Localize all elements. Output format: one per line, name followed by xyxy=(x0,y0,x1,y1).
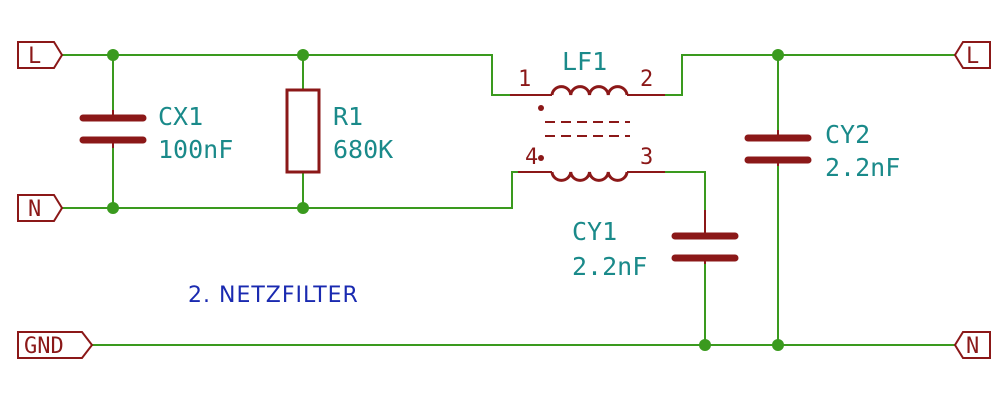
wire-n-left xyxy=(61,171,519,209)
lf1-pin-2: 2 xyxy=(640,67,653,92)
lf1-reference: LF1 xyxy=(562,47,607,76)
lf1-lower-winding xyxy=(550,171,629,182)
junction-gnd-cy1 xyxy=(699,339,711,351)
cy1-reference: CY1 xyxy=(572,217,617,246)
port-left-l: L xyxy=(17,41,64,69)
r1-body xyxy=(285,88,321,174)
capacitor-cx1: CX1 100nF xyxy=(79,102,233,164)
wires xyxy=(61,54,956,346)
choke-lf1: LF1 1 2 3 4 xyxy=(510,47,665,182)
lf1-polarity-dot-bottom xyxy=(538,155,544,161)
port-left-gnd: GND xyxy=(17,331,94,359)
port-left-l-label: L xyxy=(28,44,41,69)
wire-lf1-pin3 xyxy=(664,171,706,211)
r1-value: 680K xyxy=(333,135,393,164)
cy2-value: 2.2nF xyxy=(825,153,900,182)
lf1-pin-1: 1 xyxy=(518,67,531,92)
lf1-pin-4: 4 xyxy=(525,145,538,170)
resistor-r1: R1 680K xyxy=(285,88,393,174)
cx1-value: 100nF xyxy=(158,135,233,164)
junction-l-cx1 xyxy=(107,49,119,61)
wire-l-right xyxy=(664,54,956,96)
junction-gnd-cy2 xyxy=(772,339,784,351)
cy2-reference: CY2 xyxy=(825,120,870,149)
lf1-polarity-dot-top xyxy=(538,105,544,111)
lf1-pin-3: 3 xyxy=(640,145,653,170)
junction-l-cy2 xyxy=(772,49,784,61)
diagram-title: 2. NETZFILTER xyxy=(188,283,359,308)
port-right-l: L xyxy=(953,41,991,69)
junction-n-cx1 xyxy=(107,202,119,214)
r1-reference: R1 xyxy=(333,102,363,131)
cy1-value: 2.2nF xyxy=(572,252,647,281)
junction-n-r1 xyxy=(297,202,309,214)
port-left-n: N xyxy=(17,194,64,222)
capacitor-cy2: CY2 2.2nF xyxy=(744,120,900,182)
wire-l-left xyxy=(61,54,511,96)
port-left-gnd-label: GND xyxy=(24,334,64,359)
port-right-l-label: L xyxy=(966,44,979,69)
junction-l-r1 xyxy=(297,49,309,61)
port-left-n-label: N xyxy=(28,197,41,222)
cx1-reference: CX1 xyxy=(158,102,203,131)
port-right-n: N xyxy=(953,331,991,359)
lf1-upper-winding xyxy=(550,85,629,96)
port-right-n-label: N xyxy=(966,334,979,359)
junctions xyxy=(107,49,784,351)
capacitor-cy1: CY1 2.2nF xyxy=(572,210,739,281)
